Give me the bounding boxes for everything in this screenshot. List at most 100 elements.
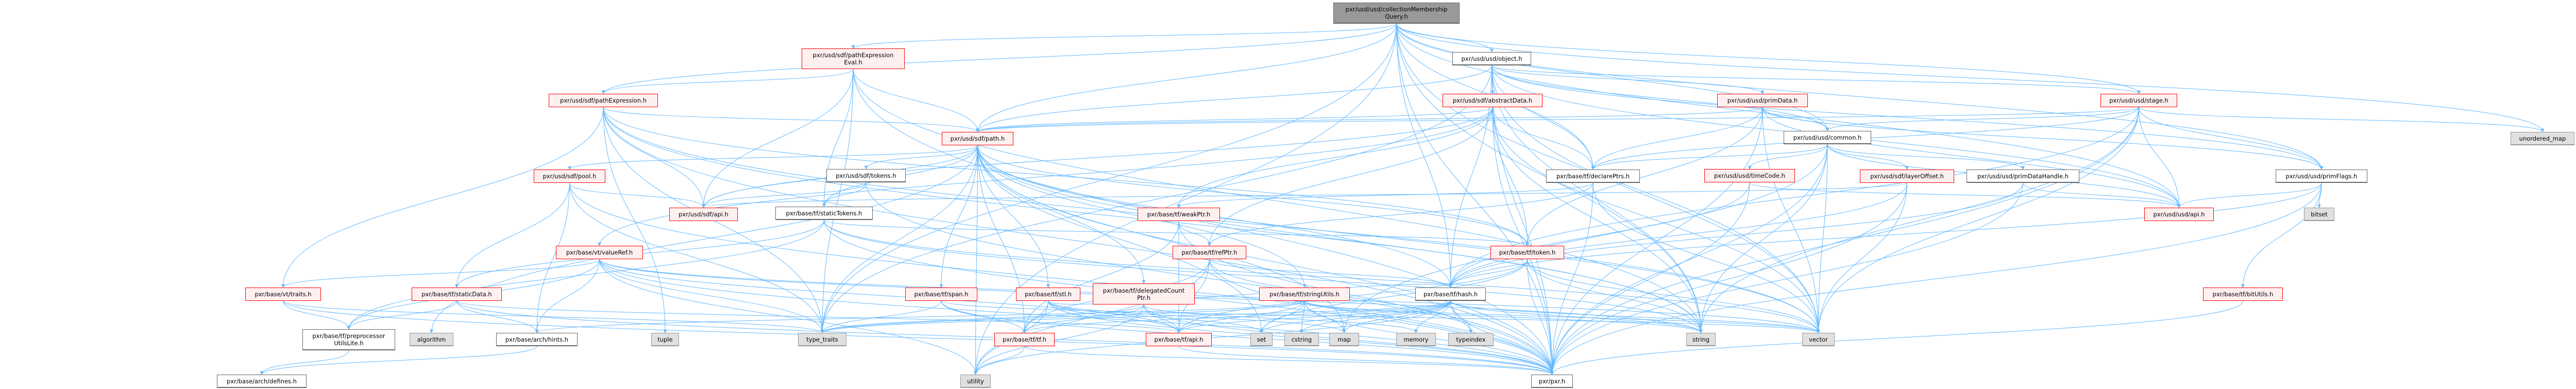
edge-delegatedCountPtr-to-memory bbox=[1143, 304, 1418, 333]
edge-staticTokens-to-preprocessorUtilsLite bbox=[347, 219, 824, 330]
edge-primFlags-to-hash bbox=[1449, 182, 2322, 288]
graph-node-traits[interactable]: pxr/base/vt/traits.h bbox=[245, 287, 321, 301]
graph-node-value-ref[interactable]: pxr/base/vt/valueRef.h bbox=[556, 246, 643, 259]
edge-hints-to-defines bbox=[260, 346, 537, 375]
edge-primFlags-to-usdApi bbox=[2177, 182, 2322, 208]
graph-node-sdf-api[interactable]: pxr/usd/sdf/api.h bbox=[669, 208, 738, 221]
edge-hash-to-vector bbox=[1450, 300, 1820, 333]
graph-node-token[interactable]: pxr/base/tf/token.h bbox=[1490, 246, 1564, 259]
edge-path-to-stl bbox=[977, 145, 1050, 288]
edge-abstractData-to-token bbox=[1492, 107, 1529, 246]
edge-pathExpression-to-sdfApi bbox=[603, 107, 705, 208]
graph-node-hints[interactable]: pxr/base/arch/hints.h bbox=[496, 333, 578, 346]
edge-common-to-layerOffset bbox=[1827, 144, 1909, 170]
graph-node-bitset[interactable]: bitset bbox=[2304, 208, 2334, 221]
graph-node-layer-offset[interactable]: pxr/usd/sdf/layerOffset.h bbox=[1860, 170, 1954, 183]
edge-stringUtils-to-cstring bbox=[1300, 300, 1305, 333]
graph-node-utility[interactable]: utility bbox=[960, 375, 991, 388]
graph-node-static-data[interactable]: pxr/base/tf/staticData.h bbox=[412, 287, 502, 301]
edge-pool-to-type_traits bbox=[569, 182, 824, 333]
edge-abstractData-to-vector bbox=[1492, 107, 1820, 333]
edge-traits-to-preprocessorUtilsLite bbox=[283, 300, 351, 330]
edge-pathExpression-to-tuple bbox=[603, 107, 667, 333]
graph-node-time-code[interactable]: pxr/usd/usd/timeCode.h bbox=[1704, 169, 1795, 182]
graph-node-bit-utils[interactable]: pxr/base/tf/bitUtils.h bbox=[2203, 287, 2283, 301]
graph-node-pool[interactable]: pxr/usd/sdf/pool.h bbox=[534, 170, 605, 183]
graph-node-path-expression[interactable]: pxr/usd/sdf/pathExpression.h bbox=[549, 94, 658, 107]
graph-node-delegated-count-ptr[interactable]: pxr/base/tf/delegatedCount Ptr.h bbox=[1093, 283, 1195, 305]
graph-node-string-utils[interactable]: pxr/base/tf/stringUtils.h bbox=[1259, 287, 1350, 301]
graph-node-span[interactable]: pxr/base/tf/span.h bbox=[905, 287, 977, 301]
edge-abstractData-to-path bbox=[976, 107, 1493, 132]
graph-node-memory[interactable]: memory bbox=[1396, 333, 1436, 346]
edge-declarePtrs-to-weakPtr bbox=[1177, 182, 1594, 208]
edge-root-to-stage bbox=[1396, 23, 2141, 94]
edge-delegatedCountPtr-to-tfApi bbox=[1143, 304, 1181, 333]
edge-stage-to-pxr bbox=[1550, 107, 2139, 375]
edge-tokens-to-staticTokens bbox=[822, 182, 867, 207]
graph-node-abstract-data[interactable]: pxr/usd/sdf/abstractData.h bbox=[1443, 94, 1543, 107]
graph-node-static-tokens[interactable]: pxr/base/tf/staticTokens.h bbox=[775, 207, 873, 220]
graph-node-usd-api[interactable]: pxr/usd/usd/api.h bbox=[2144, 208, 2214, 221]
graph-node-map[interactable]: map bbox=[1329, 333, 1359, 346]
graph-node-preprocessor-utils-lite[interactable]: pxr/base/tf/preprocessor UtilsLite.h bbox=[302, 329, 395, 350]
edge-root-to-pathExpression bbox=[601, 23, 1397, 94]
edge-primFlags-to-bitUtils bbox=[2241, 182, 2322, 288]
graph-node-type-traits[interactable]: type_traits bbox=[798, 333, 846, 346]
edge-staticTokens-to-string bbox=[824, 219, 1703, 333]
graph-node-tuple[interactable]: tuple bbox=[651, 333, 679, 346]
graph-node-prim-data[interactable]: pxr/usd/usd/primData.h bbox=[1717, 94, 1808, 107]
graph-node-tokens[interactable]: pxr/usd/sdf/tokens.h bbox=[826, 169, 906, 182]
graph-node-defines[interactable]: pxr/base/arch/defines.h bbox=[217, 375, 307, 388]
graph-node-declare-ptrs[interactable]: pxr/base/tf/declarePtrs.h bbox=[1546, 170, 1640, 183]
edge-path-to-string bbox=[977, 145, 1703, 333]
graph-node-tf-api[interactable]: pxr/base/tf/api.h bbox=[1146, 333, 1212, 346]
edge-pool-to-hints bbox=[535, 182, 570, 333]
edge-token-to-tfApi bbox=[1177, 259, 1528, 333]
graph-node-stl[interactable]: pxr/base/tf/stl.h bbox=[1016, 287, 1080, 301]
graph-node-prim-flags[interactable]: pxr/usd/usd/primFlags.h bbox=[2276, 170, 2367, 183]
edge-pool-to-sdfApi bbox=[569, 182, 705, 208]
graph-node-string[interactable]: string bbox=[1686, 333, 1716, 346]
graph-node-algorithm[interactable]: algorithm bbox=[410, 333, 453, 346]
edge-pathExpressionEval-to-pxr bbox=[853, 69, 1554, 375]
edge-tokens-to-sdfApi bbox=[702, 182, 867, 208]
graph-node-set[interactable]: set bbox=[1250, 333, 1273, 346]
edge-common-to-string bbox=[1699, 144, 1828, 333]
graph-node-prim-data-handle[interactable]: pxr/usd/usd/primDataHandle.h bbox=[1967, 170, 2079, 183]
graph-node-path[interactable]: pxr/usd/sdf/path.h bbox=[942, 132, 1013, 145]
edge-valueRef-to-vector bbox=[599, 259, 1820, 333]
edge-tf-to-pxr bbox=[1024, 346, 1554, 375]
edge-timeCode-to-pxr bbox=[1550, 182, 1750, 375]
graph-node-stage[interactable]: pxr/usd/usd/stage.h bbox=[2100, 94, 2177, 107]
graph-node-ref-ptr[interactable]: pxr/base/tf/refPtr.h bbox=[1173, 246, 1246, 259]
edge-object-to-string bbox=[1492, 65, 1703, 333]
graph-node-tf[interactable]: pxr/base/tf/tf.h bbox=[994, 333, 1055, 346]
edge-common-to-pxr bbox=[1550, 144, 1828, 375]
graph-node-object[interactable]: pxr/usd/usd/object.h bbox=[1452, 52, 1531, 65]
graph-node-vector[interactable]: vector bbox=[1802, 333, 1835, 346]
graph-node-path-expression-eval[interactable]: pxr/usd/sdf/pathExpression Eval.h bbox=[802, 48, 905, 69]
graph-node-cstring[interactable]: cstring bbox=[1284, 333, 1319, 346]
edge-bitUtils-to-pxr bbox=[1550, 300, 2243, 375]
edge-primData-to-token bbox=[1526, 107, 1763, 246]
edge-path-to-type_traits bbox=[820, 145, 978, 333]
edge-path-to-vector bbox=[977, 145, 1820, 333]
edge-pathExpressionEval-to-staticTokens bbox=[822, 69, 854, 207]
edge-layerOffset-to-vector bbox=[1817, 182, 1907, 333]
edge-stage-to-common bbox=[1825, 107, 2139, 131]
graph-node-typeindex[interactable]: typeindex bbox=[1448, 333, 1494, 346]
graph-node-unordered-map[interactable]: unordered_map bbox=[2511, 132, 2574, 145]
graph-node-weak-ptr[interactable]: pxr/base/tf/weakPtr.h bbox=[1138, 208, 1220, 221]
edge-root-to-pathExpressionEval bbox=[851, 23, 1397, 49]
edge-valueRef-to-tfApi bbox=[599, 259, 1181, 333]
graph-node-pxr[interactable]: pxr/pxr.h bbox=[1531, 375, 1573, 388]
graph-node-common[interactable]: pxr/usd/usd/common.h bbox=[1784, 131, 1871, 144]
edge-span-to-pxr bbox=[941, 300, 1554, 375]
edge-staticData-to-tfApi bbox=[456, 300, 1181, 333]
edge-root-to-path bbox=[976, 23, 1397, 132]
graph-node-hash[interactable]: pxr/base/tf/hash.h bbox=[1415, 287, 1486, 301]
edge-object-to-vector bbox=[1492, 65, 1820, 333]
edge-root-to-common bbox=[1396, 23, 1829, 131]
